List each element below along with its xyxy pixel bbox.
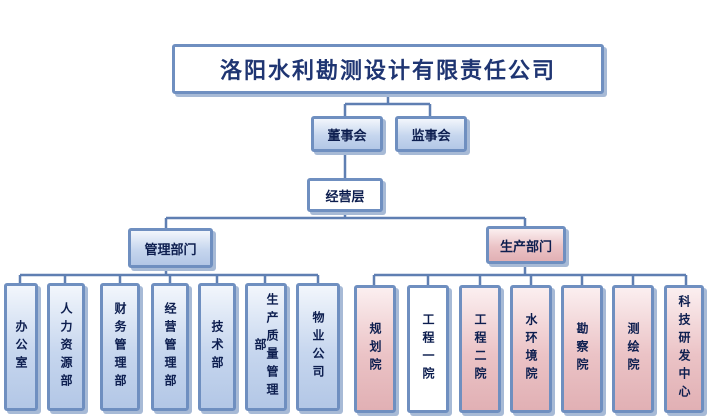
mgmt-unit-finance: 财务管理部	[100, 283, 140, 411]
prod-unit-rd-center: 科技研发中心	[664, 285, 704, 413]
mgmt-unit-office: 办公室	[4, 283, 38, 411]
mgmt-unit-label: 生产质量管理部	[253, 293, 279, 401]
mgmt-unit-property: 物业公司	[296, 283, 340, 411]
mgmt-unit-label: 经营管理部	[163, 302, 177, 392]
management-layer-box: 经营层	[307, 178, 383, 212]
company-name: 洛阳水利勘测设计有限责任公司	[219, 59, 556, 84]
prod-unit-planning: 规划院	[354, 285, 396, 413]
prod-unit-label: 勘察院	[575, 322, 589, 376]
mgmt-unit-label: 财务管理部	[113, 302, 127, 392]
prod-unit-engineering-2: 工程二院	[459, 285, 501, 413]
mgmt-unit-label: 技术部	[210, 320, 224, 374]
supervisors-label: 监事会	[411, 128, 451, 144]
prod-unit-label: 科技研发中心	[677, 295, 691, 403]
supervisors-box: 监事会	[395, 116, 467, 152]
mgmt-unit-technical: 技术部	[198, 283, 236, 411]
production-dept-label: 生产部门	[499, 239, 552, 255]
prod-unit-label: 规划院	[368, 322, 382, 376]
prod-unit-label: 工程一院	[421, 313, 435, 385]
mgmt-unit-hr: 人力资源部	[47, 283, 85, 411]
prod-unit-survey: 勘察院	[561, 285, 603, 413]
prod-unit-water-environment: 水环境院	[510, 285, 552, 413]
prod-unit-label: 工程二院	[473, 313, 487, 385]
management-dept-label: 管理部门	[144, 242, 197, 258]
production-dept-box: 生产部门	[486, 226, 566, 264]
board-box: 董事会	[311, 116, 383, 152]
management-layer-label: 经营层	[325, 189, 365, 205]
mgmt-unit-label: 人力资源部	[59, 302, 73, 392]
prod-unit-engineering-1: 工程一院	[407, 285, 449, 413]
mgmt-unit-label: 办公室	[14, 320, 28, 374]
prod-unit-label: 水环境院	[524, 313, 538, 385]
management-dept-box: 管理部门	[128, 228, 213, 268]
company-box: 洛阳水利勘测设计有限责任公司	[172, 44, 604, 94]
mgmt-unit-business: 经营管理部	[151, 283, 189, 411]
board-label: 董事会	[327, 128, 367, 144]
prod-unit-label: 测绘院	[626, 322, 640, 376]
prod-unit-mapping: 测绘院	[612, 285, 654, 413]
mgmt-unit-quality: 生产质量管理部	[245, 283, 287, 411]
mgmt-unit-label: 物业公司	[311, 311, 325, 383]
